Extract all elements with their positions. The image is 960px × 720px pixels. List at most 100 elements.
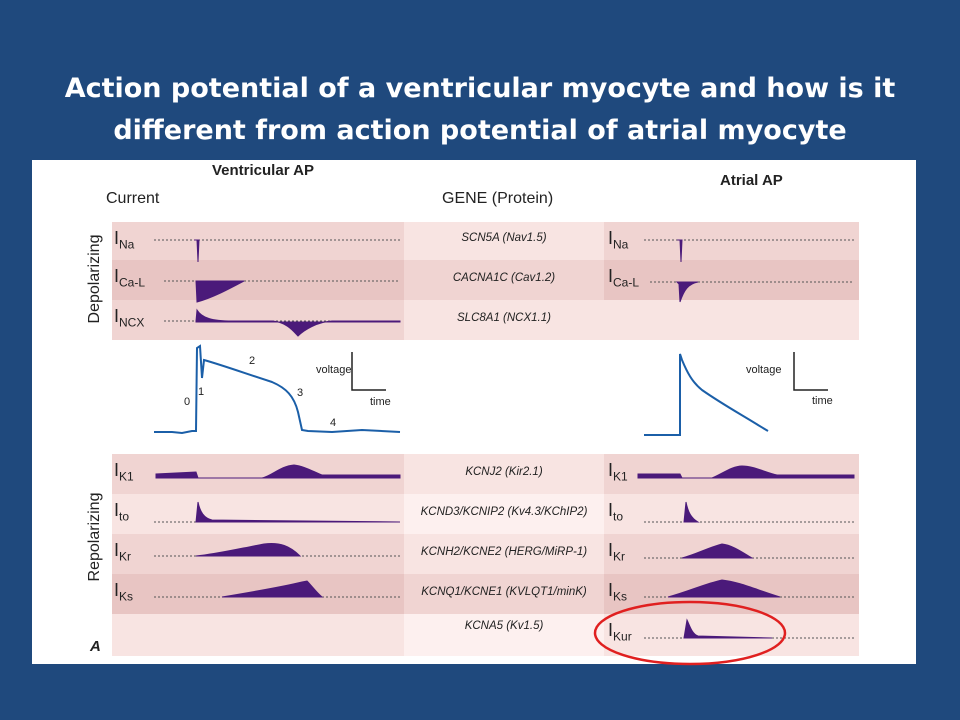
atrial-ap-trace [644,353,769,436]
gene-kcnq1: KCNQ1/KCNE1 (KVLQT1/minK) [421,586,587,598]
atrial-label-ik1: IK1 [608,460,628,484]
trace-ina [194,239,200,263]
trace-atrial-ikr [681,543,754,559]
gene-header: GENE (Protein) [442,190,554,207]
ventricular-ap-header: Ventricular AP [212,162,314,179]
current-subscript: Kr [613,549,626,564]
panel-letter: A [90,638,101,655]
band-ina [112,222,404,260]
current-symbol: I [608,540,614,560]
gene-kcnh2: KCNH2/KCNE2 (HERG/MiRP-1) [420,546,588,558]
band-ikur-gene [404,614,604,656]
current-symbol: I [114,228,120,248]
current-symbol: I [608,500,614,520]
ap-phase-4: 4 [330,417,336,429]
ventricular-ap-trace [154,344,401,435]
gene-slc8a1: SLC8A1 (NCX1.1) [457,312,551,324]
label-ical: ICa-L [114,266,145,290]
current-symbol: I [114,306,120,326]
trace-atrial-ical [675,281,699,303]
atrial-label-ina: INa [608,228,628,252]
ventricular-voltage-label: voltage [316,364,351,376]
current-subscript: Ks [613,589,628,604]
band-incx [112,300,404,340]
band-ikr-gene [404,534,604,574]
trace-atrial-ito [683,501,700,523]
band-ito [112,494,404,534]
trace-ikr [195,543,302,557]
atrial-label-ical: ICa-L [608,266,639,290]
gene-cacna1c: CACNA1C (Cav1.2) [452,272,556,284]
current-subscript: Ks [119,589,134,604]
band-incx-gene [404,300,604,340]
atrial-voltage-label: voltage [746,364,781,376]
current-symbol: I [608,266,614,286]
current-subscript: NCX [119,315,145,330]
trace-atrial-ikur [683,618,773,639]
label-ikr: IKr [114,540,131,564]
atrial-label-ito: Ito [608,500,623,524]
trace-incx [195,308,401,337]
band-ical-atrial [604,260,859,300]
band-ito-gene [404,494,604,534]
current-header: Current [106,190,160,207]
atrial-time-label: time [812,395,833,407]
label-incx: INCX [114,306,144,330]
trace-atrial-iks [667,579,781,598]
current-symbol: I [608,460,614,480]
ventricular-scale-bar [351,352,386,391]
current-subscript: K1 [613,469,628,484]
current-symbol: I [114,540,120,560]
slide-title-line-1: Action potential of a ventricular myocyt… [64,73,896,104]
ap-phase-2: 2 [249,355,255,367]
ion-current-figure: Ventricular AP Atrial AP Current GENE (P… [32,160,916,664]
label-ina: INa [114,228,134,252]
gene-kcnd3: KCND3/KCNIP2 (Kv4.3/KChIP2) [420,506,588,518]
atrial-label-ikr: IKr [608,540,625,564]
current-subscript: Na [119,237,135,252]
label-ito: Ito [114,500,129,524]
trace-ito [195,501,401,523]
ventricular-time-label: time [370,396,391,408]
band-ikur [112,614,404,656]
band-ik1-gene [404,454,604,494]
gene-scn5a: SCN5A (Nav1.5) [461,232,547,244]
current-subscript: Na [613,237,629,252]
current-symbol: I [608,580,614,600]
ap-phase-1: 1 [198,386,204,398]
band-incx-atrial [604,300,859,340]
current-symbol: I [114,266,120,286]
atrial-ap-header: Atrial AP [720,172,783,189]
trace-atrial-ik1 [637,465,855,479]
ap-phase-0: 0 [184,396,190,408]
trace-ical [195,280,245,303]
label-ik1: IK1 [114,460,134,484]
current-symbol: I [114,500,120,520]
slide-title: Action potential of a ventricular myocyt… [0,68,960,152]
band-ina-gene [404,222,604,260]
current-subscript: to [119,509,130,524]
atrial-scale-bar [793,352,828,391]
band-ical [112,260,404,300]
current-symbol: I [114,580,120,600]
current-traces: 0 1 2 3 4 voltage time voltage time [154,239,855,639]
trace-iks [221,580,324,598]
gene-kcnj2: KCNJ2 (Kir2.1) [465,466,543,478]
atrial-label-iks: IKs [608,580,627,604]
current-subscript: Ca-L [119,275,146,290]
baselines [154,239,854,639]
current-subscript: to [613,509,624,524]
slide-title-line-2: different from action potential of atria… [113,115,847,146]
current-symbol: I [114,460,120,480]
current-subscript: Kr [119,549,132,564]
band-ito-atrial [604,494,859,534]
current-subscript: K1 [119,469,134,484]
trace-ik1 [155,464,401,479]
label-iks: IKs [114,580,133,604]
band-iks-gene [404,574,604,614]
current-symbol: I [608,228,614,248]
band-ina-atrial [604,222,859,260]
gene-kcna5: KCNA5 (Kv1.5) [464,620,544,632]
band-ical-gene [404,260,604,300]
ap-phase-3: 3 [297,387,303,399]
